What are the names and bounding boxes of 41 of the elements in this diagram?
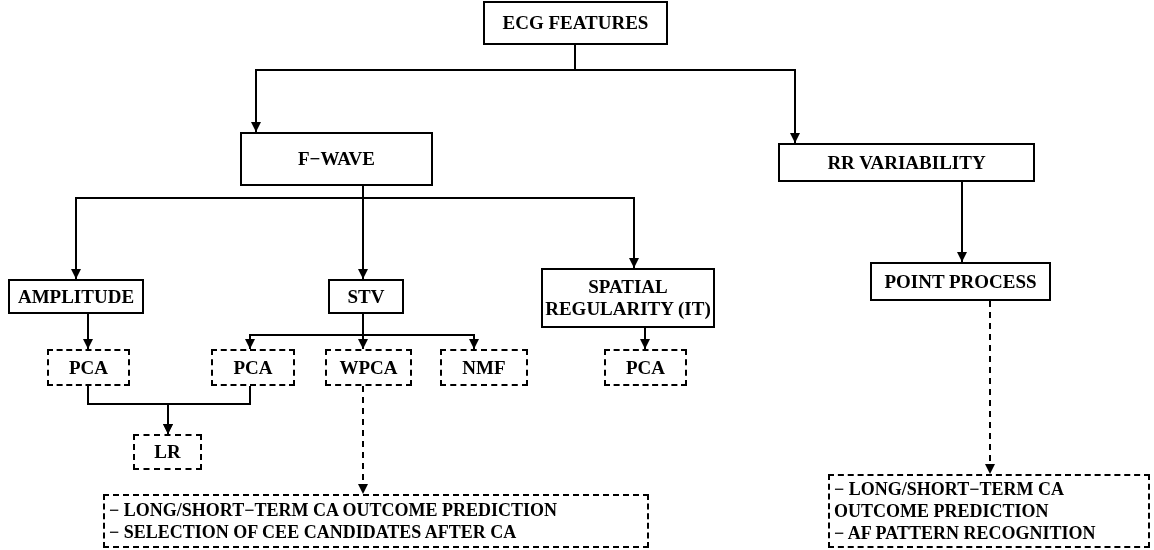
process-box [328, 279, 404, 314]
arrow [163, 385, 251, 435]
process-box [541, 268, 715, 328]
box-label: SPATIAL REGULARITY (IT) [544, 276, 712, 320]
box-label: ECG FEATURES [502, 12, 649, 34]
box-label: − SELECTION OF CEE CANDIDATES AFTER CA [109, 521, 517, 543]
arrow [574, 44, 800, 144]
box-label: WPCA [339, 356, 398, 379]
arrow [362, 185, 639, 269]
process-box [133, 434, 202, 470]
process-box [8, 279, 144, 314]
process-box [483, 1, 668, 45]
process-box [870, 262, 1051, 301]
process-box [440, 349, 528, 386]
box-label: LR [154, 441, 181, 463]
process-box [211, 349, 295, 386]
box-label: AMPLITUDE [17, 285, 135, 308]
process-box [604, 349, 687, 386]
box-label: − LONG/SHORT−TERM CA OUTCOME PREDICTION [109, 499, 557, 521]
outcome-box [103, 494, 649, 548]
arrow [358, 385, 368, 495]
arrow [640, 327, 650, 350]
box-label: RR VARIABILITY [827, 151, 986, 174]
process-box [778, 143, 1035, 182]
box-label: STV [347, 285, 385, 308]
box-label: − AF PATTERN RECOGNITION [834, 522, 1096, 544]
box-label: NMF [462, 356, 506, 379]
arrow [83, 313, 93, 350]
process-box [47, 349, 130, 386]
box-label: − LONG/SHORT−TERM CA OUTCOME PREDICTION [834, 478, 1065, 522]
box-label: POINT PROCESS [884, 270, 1037, 293]
box-label: F−WAVE [298, 148, 375, 170]
box-label: PCA [233, 356, 273, 379]
process-box [240, 132, 433, 186]
box-label: PCA [625, 356, 666, 379]
arrow [985, 300, 995, 475]
box-label: PCA [68, 356, 109, 379]
arrow [957, 181, 967, 263]
outcome-box [828, 474, 1150, 548]
process-box [325, 349, 412, 386]
arrow [362, 313, 479, 350]
